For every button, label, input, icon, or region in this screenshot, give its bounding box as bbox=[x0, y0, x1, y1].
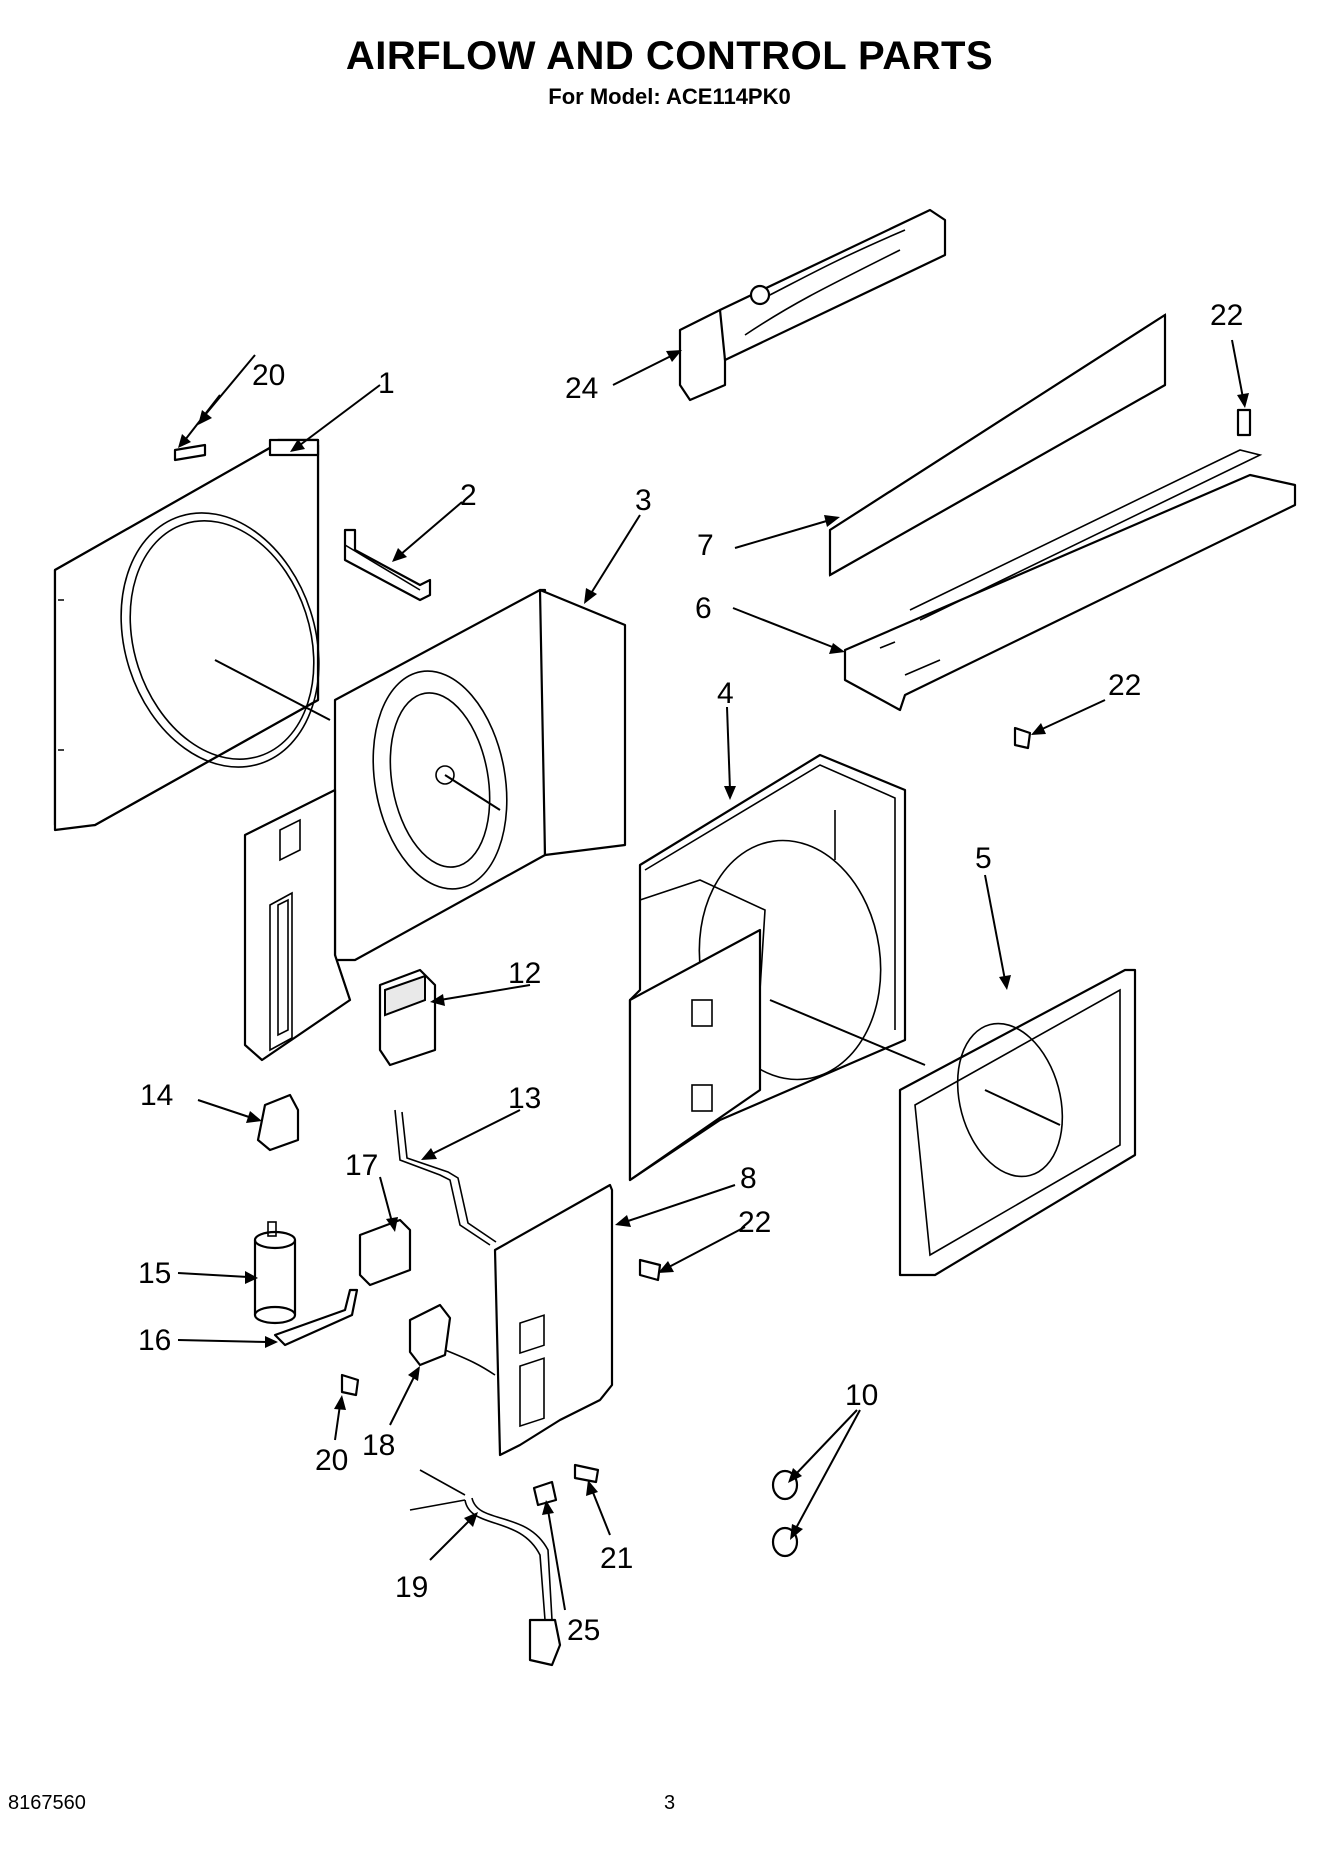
callout-19: 19 bbox=[395, 1571, 428, 1604]
part-7-mesh-filter bbox=[828, 313, 1167, 577]
part-18-thermostat bbox=[408, 1303, 496, 1376]
callout-7: 7 bbox=[697, 529, 714, 562]
part-19-power-cord bbox=[409, 1469, 562, 1667]
callout-5: 5 bbox=[975, 842, 992, 875]
part-2-bracket bbox=[343, 528, 432, 602]
leader-lines bbox=[177, 339, 1249, 1611]
callout-24: 24 bbox=[565, 372, 598, 405]
part-13-rod bbox=[394, 1109, 497, 1246]
callout-10: 10 bbox=[845, 1379, 878, 1412]
callout-25: 25 bbox=[567, 1614, 600, 1647]
callout-22c: 22 bbox=[738, 1206, 771, 1239]
part-4-scroll-housing bbox=[628, 753, 926, 1182]
part-12-bracket bbox=[378, 968, 437, 1067]
page-number: 3 bbox=[663, 1792, 676, 1814]
callout-12: 12 bbox=[508, 957, 541, 990]
callout-21: 21 bbox=[600, 1542, 633, 1575]
part-17-switch bbox=[358, 1218, 412, 1287]
part-8-control-panel bbox=[493, 1183, 614, 1457]
callout-2: 2 bbox=[460, 479, 477, 512]
screw-20b bbox=[340, 1373, 360, 1397]
part-25-clip bbox=[532, 1480, 558, 1507]
callout-17: 17 bbox=[345, 1149, 378, 1182]
callout-labels: 1 2 3 4 5 6 7 8 10 12 13 14 15 16 17 18 … bbox=[138, 299, 1243, 1647]
part-15-capacitor bbox=[253, 1221, 297, 1325]
callout-4: 4 bbox=[717, 677, 734, 710]
part-14-relay bbox=[256, 1093, 300, 1152]
part-10-knobs bbox=[771, 1469, 799, 1558]
document-number: 8167560 bbox=[8, 1792, 86, 1814]
callout-1: 1 bbox=[378, 367, 395, 400]
screws bbox=[173, 408, 1252, 1507]
callout-20a: 20 bbox=[252, 359, 285, 392]
page-title: AIRFLOW AND CONTROL PARTS bbox=[345, 34, 994, 78]
callout-22a: 22 bbox=[1210, 299, 1243, 332]
screw-22a bbox=[1236, 408, 1252, 437]
part-1-front-shroud bbox=[53, 438, 331, 832]
callout-14: 14 bbox=[140, 1079, 173, 1112]
screw-21 bbox=[573, 1463, 600, 1484]
part-6-tray bbox=[843, 449, 1297, 712]
callout-16: 16 bbox=[138, 1324, 171, 1357]
part-16-strap bbox=[273, 1288, 359, 1347]
part-24-heater bbox=[678, 208, 947, 402]
callout-3: 3 bbox=[635, 484, 652, 517]
callout-22b: 22 bbox=[1108, 669, 1141, 702]
callout-6: 6 bbox=[695, 592, 712, 625]
callout-8: 8 bbox=[740, 1162, 757, 1195]
callout-13: 13 bbox=[508, 1082, 541, 1115]
callout-18: 18 bbox=[362, 1429, 395, 1462]
part-5-grille-frame bbox=[898, 968, 1137, 1277]
screw-22c bbox=[638, 1258, 662, 1282]
screw-22b bbox=[1013, 726, 1032, 750]
page-subtitle: For Model: ACE114PK0 bbox=[548, 84, 791, 109]
callout-20b: 20 bbox=[315, 1444, 348, 1477]
callout-15: 15 bbox=[138, 1257, 171, 1290]
screw-20a bbox=[173, 443, 207, 462]
part-3-blower-housing bbox=[243, 588, 627, 1062]
